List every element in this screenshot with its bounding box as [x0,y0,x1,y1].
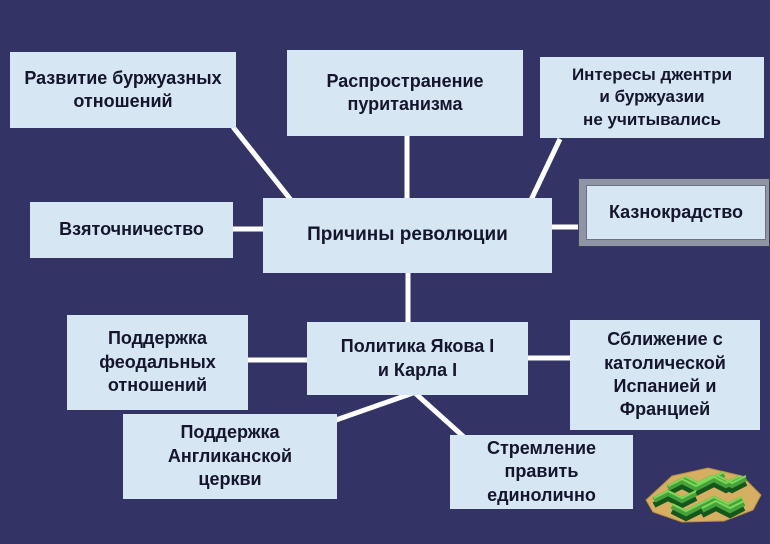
connector-policy-anglican [335,390,414,423]
maze-walls-highlight [653,471,747,513]
node-gentry-interests: Интересы джентри и буржуазии не учитывал… [540,57,764,138]
node-embezzlement: Казнокрадство [586,185,766,240]
node-bribery: Взяточничество [30,202,233,258]
node-bourgeois-relations: Развитие буржуазных отношений [10,52,236,128]
node-anglican-support: Поддержка Англиканской церкви [123,414,337,499]
maze-icon [645,467,762,523]
node-kings-policy: Политика Якова I и Карла I [307,322,528,395]
node-sole-rule: Стремление править единолично [450,435,633,509]
connector-gentry-center [528,137,563,202]
node-embezzlement-frame: Казнокрадство [578,178,770,247]
node-catholic-rapprochement: Сближение с католической Испанией и Фран… [570,320,760,430]
connector-policy-sole-rule [413,391,467,440]
node-feudal-support: Поддержка феодальных отношений [67,315,248,410]
node-causes-center: Причины революции [263,198,552,273]
node-puritanism: Распространение пуританизма [287,50,523,136]
connector-bourgeois-center [231,125,293,202]
